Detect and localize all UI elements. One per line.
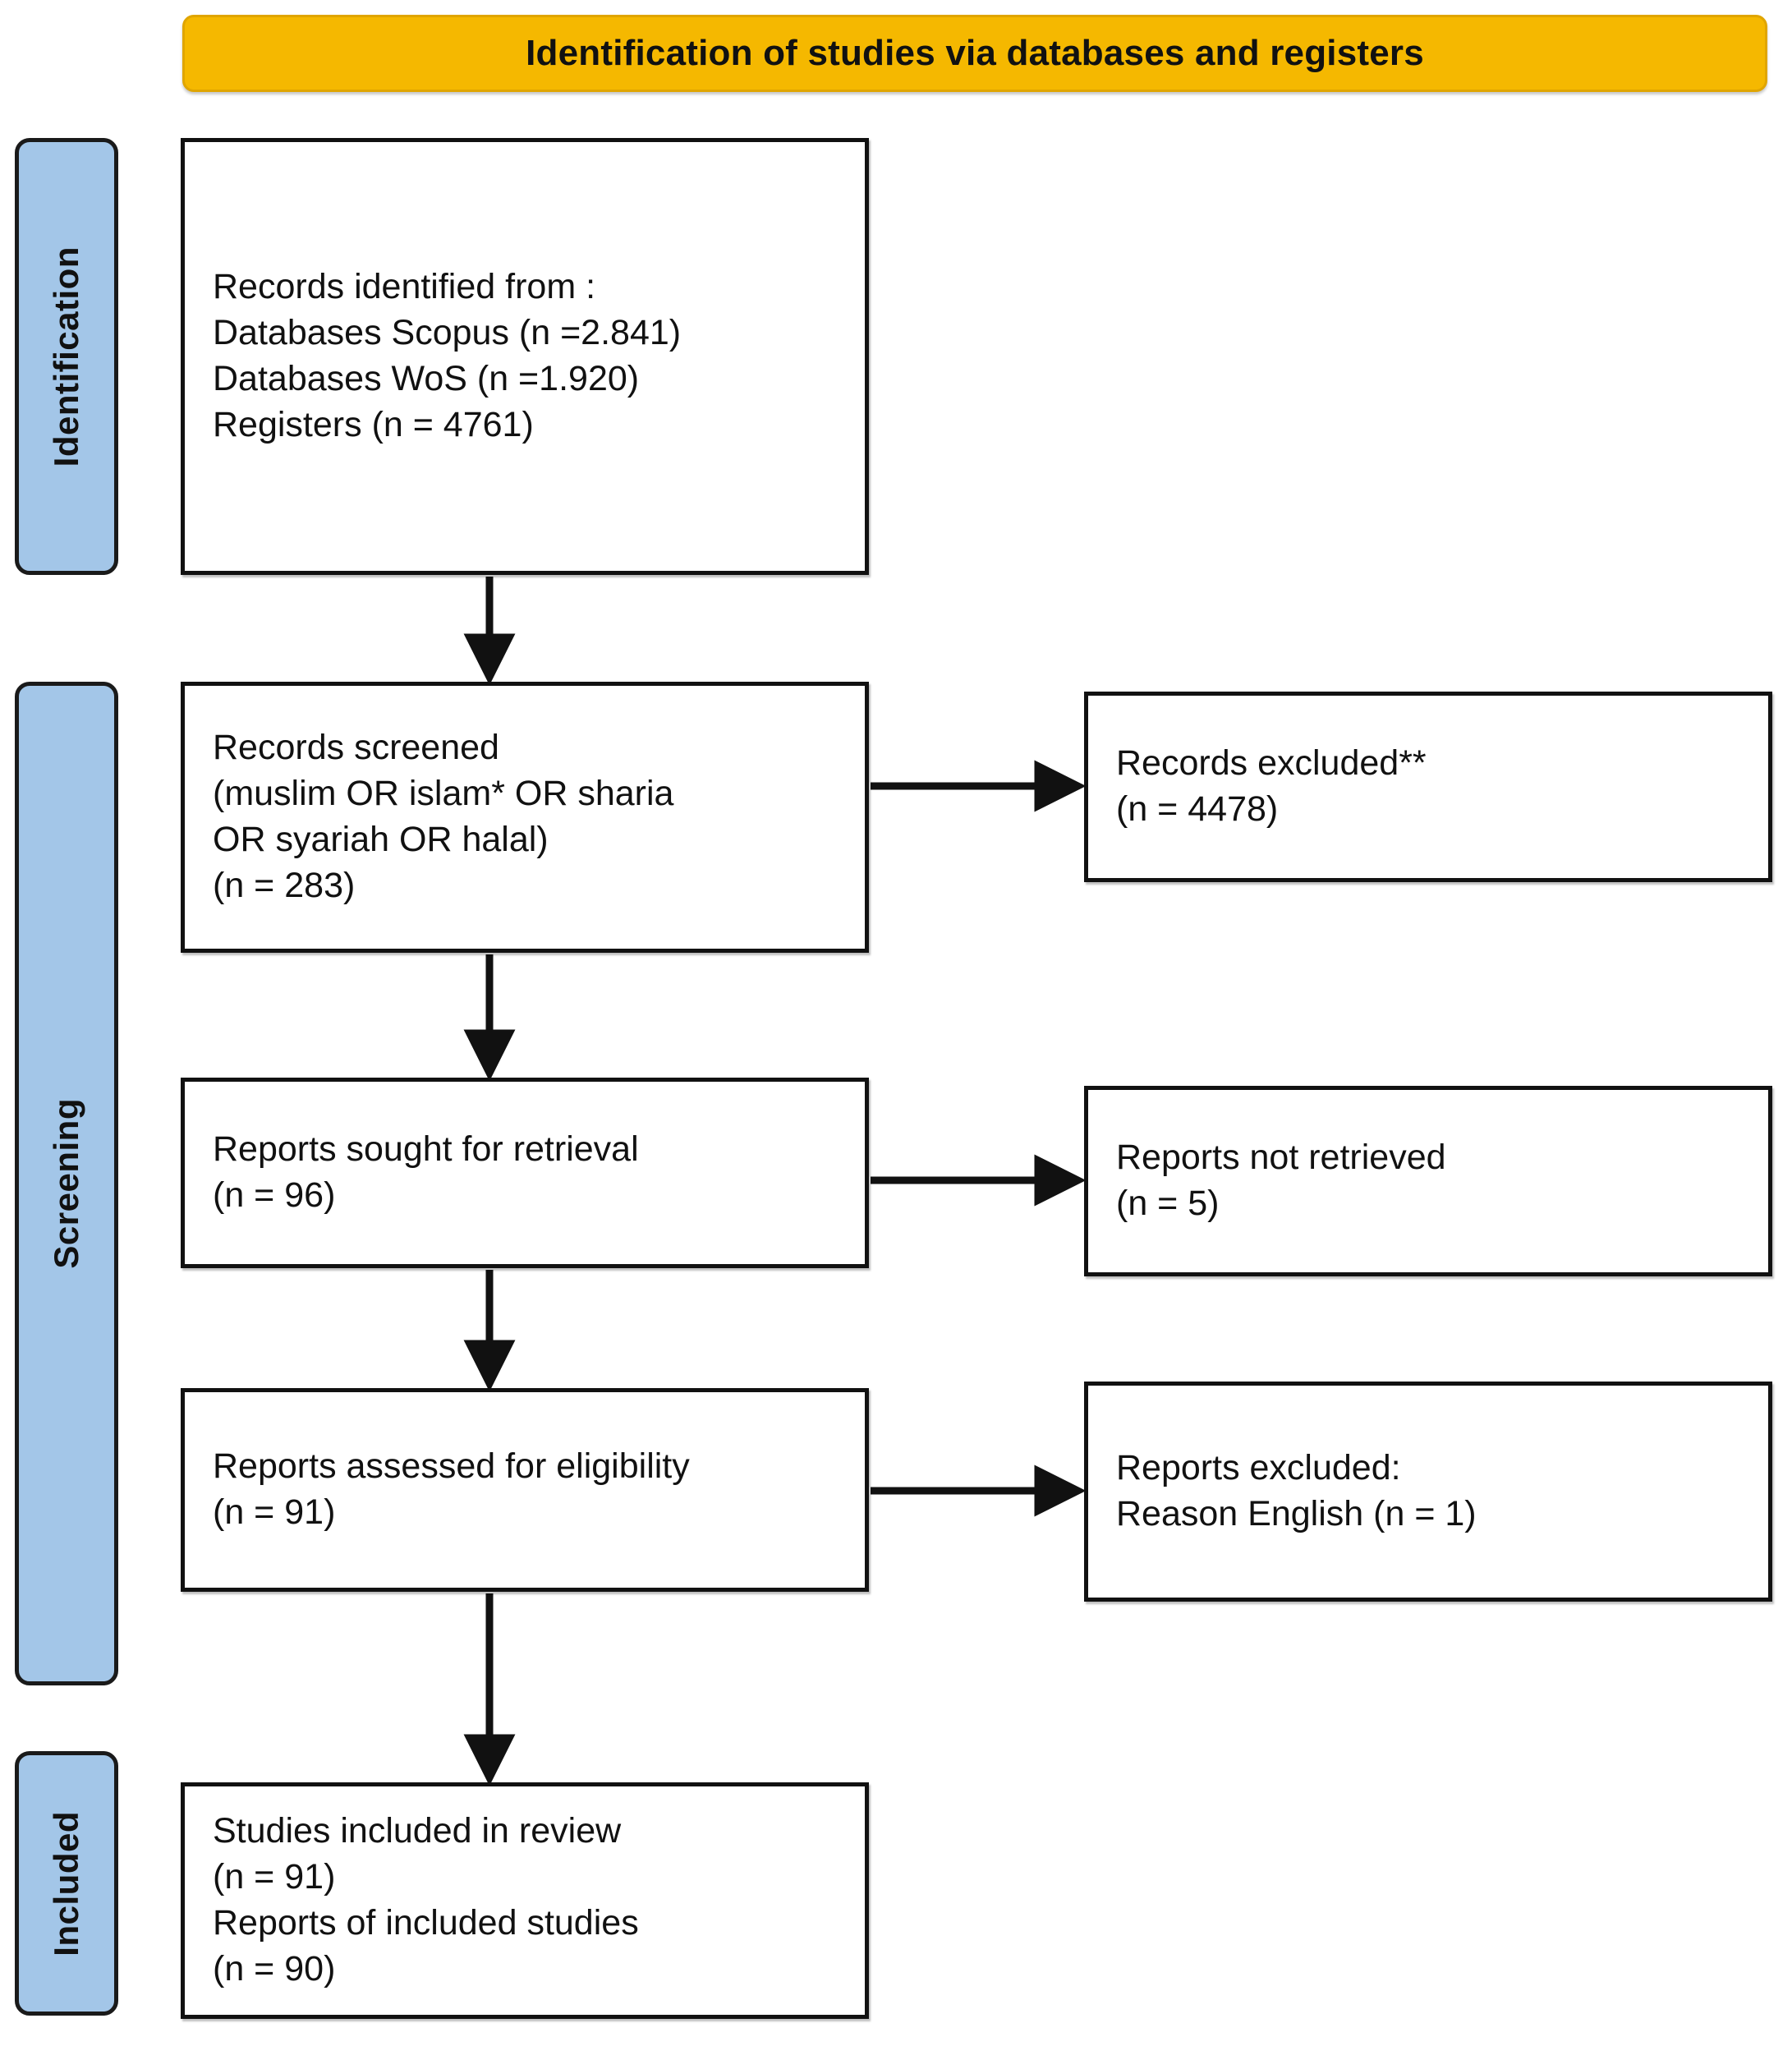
- stage-bar-included: Included: [15, 1751, 118, 2016]
- stage-bar-identification: Identification: [15, 138, 118, 575]
- box-records-screened: Records screened (muslim OR islam* OR sh…: [181, 682, 869, 953]
- stage-label-identification: Identification: [47, 246, 85, 467]
- box-studies-included: Studies included in review (n = 91) Repo…: [181, 1782, 869, 2019]
- box-reports-assessed: Reports assessed for eligibility (n = 91…: [181, 1388, 869, 1592]
- box-records-identified: Records identified from : Databases Scop…: [181, 138, 869, 575]
- box-records-identified-text: Records identified from : Databases Scop…: [213, 267, 682, 444]
- diagram-title: Identification of studies via databases …: [526, 32, 1424, 73]
- stage-label-screening: Screening: [47, 1098, 85, 1269]
- box-reports-sought-text: Reports sought for retrieval (n = 96): [213, 1129, 639, 1215]
- stage-label-included: Included: [47, 1810, 85, 1956]
- box-studies-included-text: Studies included in review (n = 91) Repo…: [213, 1811, 639, 1989]
- box-reports-sought: Reports sought for retrieval (n = 96): [181, 1078, 869, 1268]
- box-reports-excluded-text: Reports excluded: Reason English (n = 1): [1116, 1448, 1477, 1533]
- box-reports-excluded: Reports excluded: Reason English (n = 1): [1084, 1382, 1772, 1602]
- box-records-excluded: Records excluded** (n = 4478): [1084, 692, 1772, 882]
- diagram-title-banner: Identification of studies via databases …: [182, 15, 1767, 92]
- box-records-screened-text: Records screened (muslim OR islam* OR sh…: [213, 728, 674, 905]
- box-reports-not-retrieved-text: Reports not retrieved (n = 5): [1116, 1138, 1446, 1223]
- box-reports-assessed-text: Reports assessed for eligibility (n = 91…: [213, 1446, 690, 1532]
- stage-bar-screening: Screening: [15, 682, 118, 1685]
- box-records-excluded-text: Records excluded** (n = 4478): [1116, 743, 1427, 829]
- box-reports-not-retrieved: Reports not retrieved (n = 5): [1084, 1086, 1772, 1276]
